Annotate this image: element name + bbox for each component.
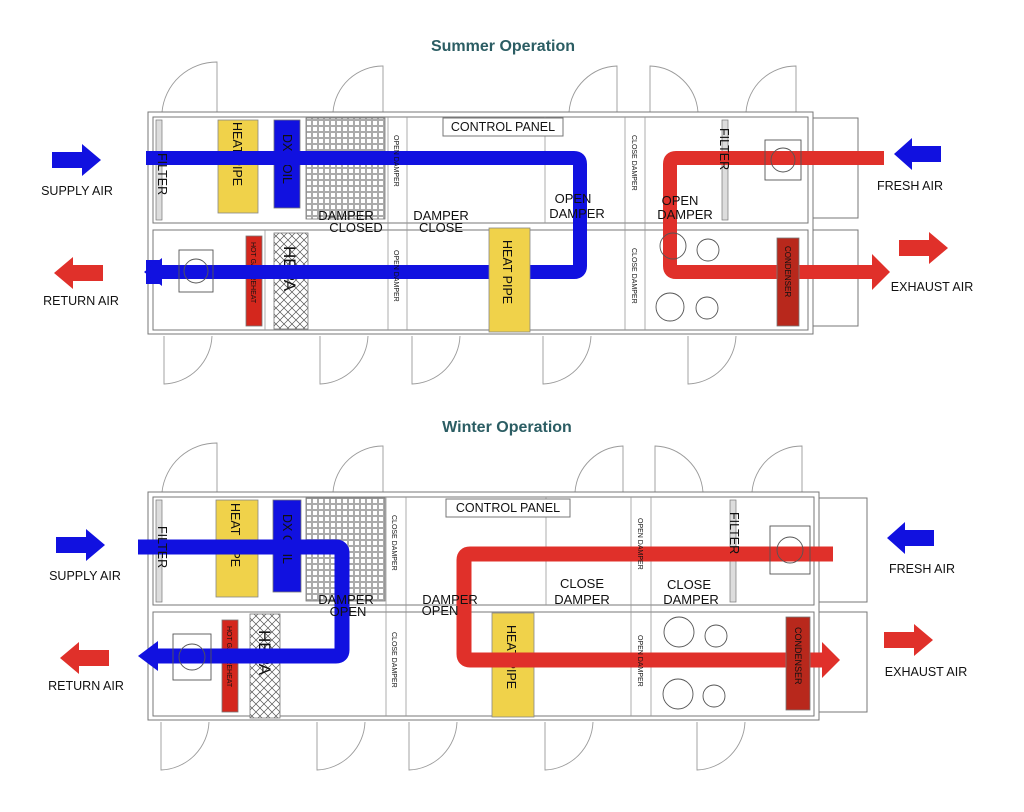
winter-close-damper-mid-1: CLOSE	[560, 576, 604, 591]
winter-vert-open-damper-bottom: OPEN DAMPER	[636, 635, 643, 687]
winter-vert-close-damper-top: CLOSE DAMPER	[390, 515, 397, 571]
winter-fresh-air-label: FRESH AIR	[889, 562, 955, 576]
winter-damper-open-b2: OPEN	[422, 603, 459, 618]
summer-control-panel-label: CONTROL PANEL	[451, 120, 555, 134]
summer-damper-closed-1: DAMPER	[318, 208, 374, 223]
summer-open-damper-mid-2: DAMPER	[549, 206, 605, 221]
summer-heat-pipe-bottom	[488, 227, 531, 333]
summer-supply-airflow	[146, 151, 587, 279]
summer-exhaust-airflow	[663, 151, 884, 279]
summer-open-damper-right-1: OPEN	[662, 193, 699, 208]
winter-dx-coil-label: DX COIL	[280, 514, 294, 564]
winter-supply-air-arrow	[56, 529, 105, 561]
winter-control-panel	[445, 498, 571, 518]
winter-heat-pipe-top-label: HEAT PIPE	[228, 503, 242, 567]
winter-exhaust-airflow	[456, 546, 833, 668]
summer-supply-air-label: SUPPLY AIR	[41, 184, 113, 198]
winter-title: Winter Operation	[442, 419, 572, 436]
winter-doors-bottom	[160, 721, 746, 771]
summer-open-damper-right-2: DAMPER	[657, 207, 713, 222]
winter-supply-airflow	[138, 539, 350, 664]
summer-filter-left-label: FILTER	[155, 153, 169, 195]
summer-vert-open-damper-top: OPEN DAMPER	[392, 135, 399, 187]
summer-hepa	[273, 232, 309, 330]
winter-fresh-air-arrow	[887, 522, 934, 554]
winter-close-damper-mid-2: DAMPER	[554, 592, 610, 607]
winter-filter-left-label: FILTER	[155, 526, 169, 568]
summer-hot-gas-reheat	[245, 235, 263, 327]
summer-exhaust-air-arrow	[899, 232, 948, 264]
summer-return-air-arrow	[54, 257, 103, 289]
summer-fresh-air-hood	[812, 117, 859, 219]
summer-doors-top	[161, 61, 797, 113]
summer-exhaust-air-label: EXHAUST AIR	[891, 280, 973, 294]
winter-filter-right-label: FILTER	[727, 512, 741, 554]
summer-open-damper-mid-1: OPEN	[555, 191, 592, 206]
winter-exhaust-air-label: EXHAUST AIR	[885, 665, 967, 679]
winter-fan-icon	[172, 525, 811, 710]
winter-hot-gas-reheat	[221, 619, 239, 713]
summer-supply-air-arrow	[52, 144, 101, 176]
summer-panel: Summer Operation C	[41, 38, 973, 385]
winter-exhaust-air-arrow	[884, 624, 933, 656]
winter-vert-close-damper-bottom: CLOSE DAMPER	[390, 632, 397, 688]
summer-damper-close-1: DAMPER	[413, 208, 469, 223]
winter-return-outlet-arrow	[138, 641, 158, 671]
summer-fresh-air-arrow	[894, 138, 941, 170]
summer-return-outlet-arrow	[144, 258, 162, 286]
winter-hepa	[249, 613, 281, 719]
winter-supply-air-label: SUPPLY AIR	[49, 569, 121, 583]
summer-vert-open-damper-bottom: OPEN DAMPER	[392, 250, 399, 302]
summer-damper-closed-2: CLOSED	[329, 220, 382, 235]
summer-doors-bottom	[163, 335, 737, 385]
winter-vert-open-damper-top: OPEN DAMPER	[636, 518, 643, 570]
winter-damper-open-a2: OPEN	[330, 604, 367, 619]
winter-return-air-arrow	[60, 642, 109, 674]
winter-damper-open-b1: DAMPER	[422, 592, 478, 607]
summer-mesh-filter	[305, 117, 386, 220]
winter-doors-top	[161, 442, 803, 493]
summer-fresh-air-label: FRESH AIR	[877, 179, 943, 193]
winter-return-air-label: RETURN AIR	[48, 679, 124, 693]
summer-damper-close-2: CLOSE	[419, 220, 463, 235]
summer-condenser-label: CONDENSER	[783, 246, 792, 297]
summer-condenser	[776, 237, 800, 327]
winter-condenser-label: CONDENSER	[793, 627, 803, 685]
summer-vert-close-damper-bottom: CLOSE DAMPER	[630, 248, 637, 304]
winter-control-panel-label: CONTROL PANEL	[456, 501, 560, 515]
summer-control-panel	[442, 117, 564, 137]
summer-fan-icon	[178, 139, 802, 322]
summer-heat-pipe-bottom-label: HEAT PIPE	[500, 240, 514, 304]
winter-condenser	[785, 616, 811, 711]
winter-damper-open-a1: DAMPER	[318, 592, 374, 607]
summer-vert-close-damper-top: CLOSE DAMPER	[630, 135, 637, 191]
winter-panel: Winter Operation CONTROL PANEL	[48, 419, 967, 771]
summer-filter-right-label: FILTER	[717, 128, 731, 170]
winter-close-damper-right-2: DAMPER	[663, 592, 719, 607]
winter-close-damper-right-1: CLOSE	[667, 577, 711, 592]
summer-return-air-label: RETURN AIR	[43, 294, 119, 308]
summer-title: Summer Operation	[431, 38, 575, 55]
summer-heat-pipe-top	[217, 119, 259, 214]
